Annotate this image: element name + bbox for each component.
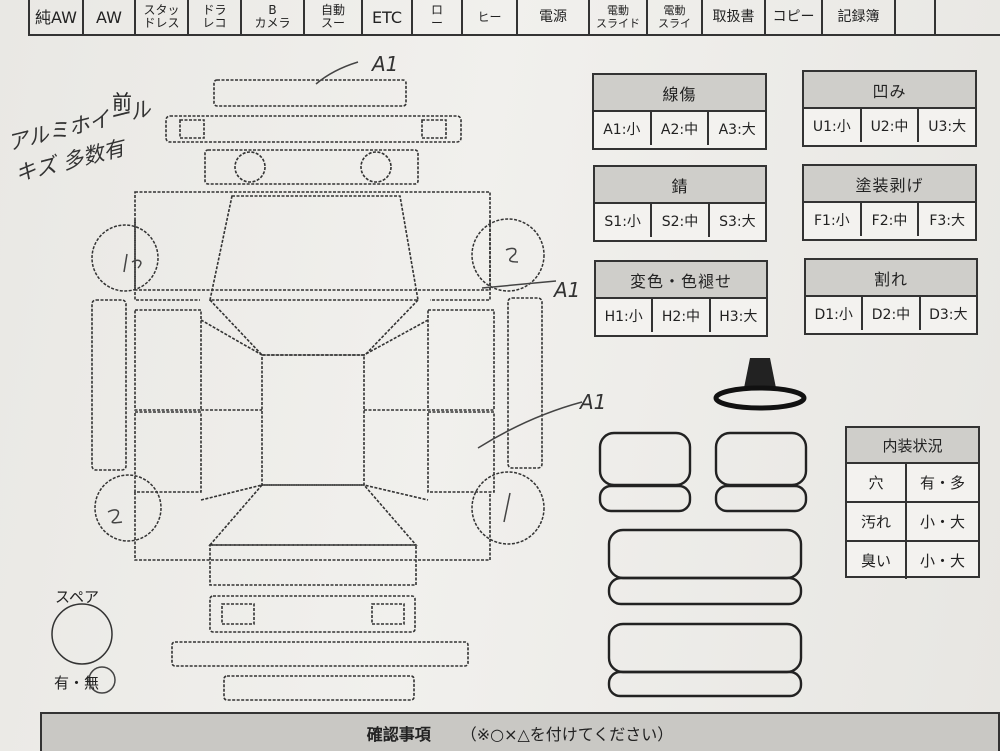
equip-cell: 取扱書 [703,0,766,36]
equip-cell: 自動 スー [305,0,363,36]
equip-cell: AW [84,0,136,36]
equip-cell: コピー [766,0,823,36]
legend-item: F3:大 [929,212,966,229]
legend-item: S2:中 [652,204,710,237]
legend-title: 錆 [595,167,765,204]
legend-item: S1:小 [595,204,653,237]
equip-cell: スタッ ドレス [136,0,189,36]
spare-label: スペア [55,588,99,606]
legend-item: U1:小 [804,109,862,142]
legend-item: F1:小 [804,203,862,236]
equipment-strip: 純AW AW スタッ ドレス ドラ レコ B カメラ 自動 スー ETC ロ ー… [28,0,1000,38]
equip-cell: 電動 スライド [590,0,648,36]
equip-cell: ロ ー [413,0,463,36]
equip-cell: 純AW [28,0,84,36]
legend-item: H1:小 [596,299,654,332]
legend-title: 凹み [804,72,975,109]
legend-title: 変色・色褪せ [596,262,766,299]
legend-item: H2:中 [653,299,711,332]
equip-cell: 記録簿 [823,0,896,36]
steering-wheel-icon [713,358,807,411]
interior-label: 臭い [847,542,907,579]
confirmation-title: 確認事項 [366,724,431,744]
legend-item: U3:大 [928,118,967,135]
interior-value: 小・大 [919,552,965,570]
interior-row: 汚れ 小・大 [847,503,978,542]
damage-mark: A1 [554,278,581,302]
damage-mark: A1 [372,52,399,76]
legend-item: D1:小 [806,297,864,330]
interior-value: 有・多 [919,474,965,492]
interior-row: 臭い 小・大 [847,542,978,579]
interior-label: 汚れ [847,503,907,540]
legend-title: 割れ [806,260,976,297]
legend-item: A3:大 [718,121,756,138]
legend-item: F2:中 [862,203,920,236]
equip-cell [896,0,936,36]
legend-title: 塗装剥げ [804,166,975,203]
legend-title: 線傷 [594,75,765,112]
interior-row: 穴 有・多 [847,464,978,503]
equip-cell: ヒー [463,0,518,36]
damage-mark: A1 [580,390,607,414]
confirmation-note: （※○×△を付けてください） [460,724,674,744]
interior-label: 穴 [847,464,907,501]
confirmation-bar: 確認事項 （※○×△を付けてください） [40,712,1000,751]
legend-item: H3:大 [719,308,758,325]
equip-cell: 電動 スライ [648,0,703,36]
interior-condition-table: 内装状況 穴 有・多 汚れ 小・大 臭い 小・大 [845,426,980,579]
legend-item: U2:中 [862,109,920,142]
equip-cell: ドラ レコ [189,0,242,36]
legend-item: D2:中 [863,297,921,330]
equip-cell: B カメラ [242,0,305,36]
interior-value: 小・大 [919,513,965,531]
legend-item: A1:小 [594,112,652,145]
equip-cell: 電源 [518,0,590,36]
equip-cell [936,0,1000,36]
legend-item: D3:大 [929,306,968,323]
legend-item: A2:中 [652,112,710,145]
equip-cell: ETC [363,0,413,36]
spare-options: 有・無 [54,674,100,692]
interior-title: 内装状況 [847,428,978,464]
front-label: 前 [112,90,132,114]
legend-item: S3:大 [719,213,756,230]
